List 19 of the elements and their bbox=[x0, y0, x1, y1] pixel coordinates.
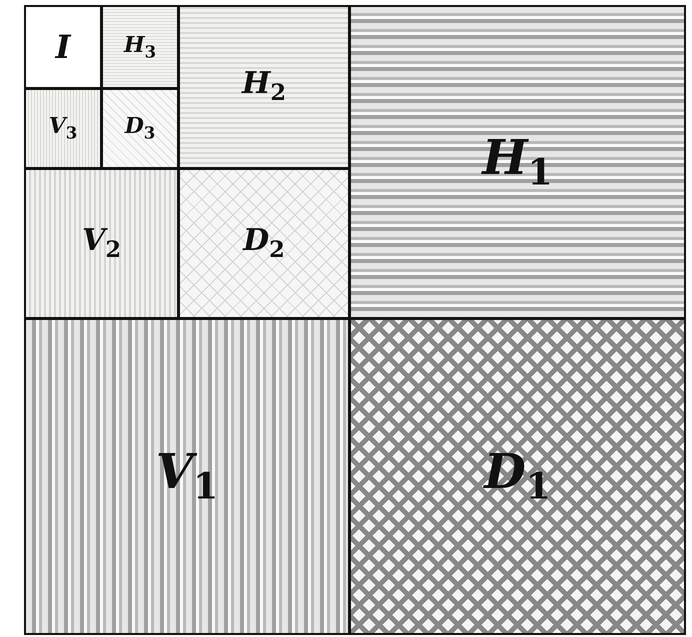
diagonal-detail-tile bbox=[101, 88, 179, 169]
subband-label: V$_{3}$ bbox=[48, 115, 78, 142]
horizontal-detail-tile bbox=[349, 5, 686, 319]
horizontal-detail-tile bbox=[178, 5, 350, 169]
vertical-detail-tile bbox=[24, 88, 102, 169]
approximation-tile bbox=[24, 5, 102, 89]
subband-label: H$_{3}$ bbox=[124, 34, 156, 60]
subband-label: H$_{2}$ bbox=[242, 69, 286, 105]
subband-label: H$_{1}$ bbox=[482, 134, 553, 190]
subband-label: V$_{1}$ bbox=[156, 448, 218, 505]
vertical-detail-tile bbox=[24, 168, 179, 319]
diagonal-detail-tile bbox=[349, 318, 686, 635]
subband-label: I bbox=[56, 31, 70, 63]
horizontal-detail-tile bbox=[101, 5, 179, 89]
vertical-detail-tile bbox=[24, 318, 350, 635]
diagonal-detail-tile bbox=[178, 168, 350, 319]
subband-label: V$_{2}$ bbox=[82, 226, 121, 262]
subband-label: D$_{3}$ bbox=[124, 115, 156, 142]
subband-label: D$_{2}$ bbox=[243, 226, 285, 262]
